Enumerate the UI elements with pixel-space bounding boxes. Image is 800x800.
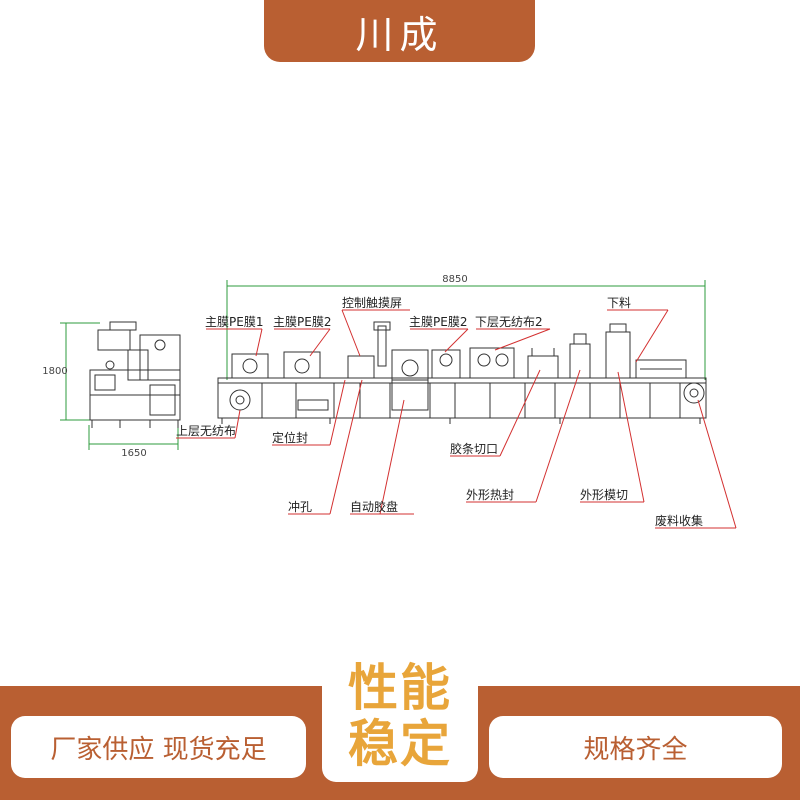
label-auto-tape-reel: 自动胶盘 <box>350 499 398 514</box>
label-main-film-pe1: 主膜PE膜1 <box>205 315 263 329</box>
spec-text: 规格齐全 <box>583 734 688 765</box>
feeding-unit <box>89 321 181 428</box>
spec-badge: 规格齐全 <box>489 716 782 778</box>
dimension-lines <box>60 280 706 450</box>
dimension-total-length: 8850 <box>442 274 467 285</box>
label-control-touchscreen: 控制触摸屏 <box>342 296 402 310</box>
label-outline-die-cut: 外形模切 <box>580 488 628 502</box>
label-upper-nonwoven: 上层无纺布 <box>176 424 236 438</box>
supply-text: 厂家供应 现货充足 <box>50 734 267 765</box>
label-waste-collection: 废料收集 <box>655 513 703 528</box>
performance-card: 性能 稳定 <box>322 650 478 782</box>
callout-lines <box>176 309 737 529</box>
label-positioning-seal: 定位封 <box>272 430 308 445</box>
supply-badge: 厂家供应 现货充足 <box>11 716 306 778</box>
label-main-film-pe2-b: 主膜PE膜2 <box>409 315 467 329</box>
label-lower-nonwoven2: 下层无纺布2 <box>475 315 543 329</box>
dimension-height: 1800 <box>42 366 67 377</box>
main-machine-line <box>217 321 707 424</box>
label-outline-heat-seal: 外形热封 <box>466 488 514 502</box>
label-unloading: 下料 <box>607 296 631 310</box>
label-tape-cut: 胶条切口 <box>450 441 498 456</box>
brand-name: 川成 <box>355 12 444 57</box>
performance-line-1: 性能 <box>348 659 452 717</box>
performance-line-2: 稳定 <box>348 715 452 773</box>
label-punch: 冲孔 <box>288 499 312 514</box>
brand-tab: 川成 <box>264 0 535 62</box>
dimension-left-width: 1650 <box>121 448 146 459</box>
label-main-film-pe2: 主膜PE膜2 <box>273 315 331 329</box>
